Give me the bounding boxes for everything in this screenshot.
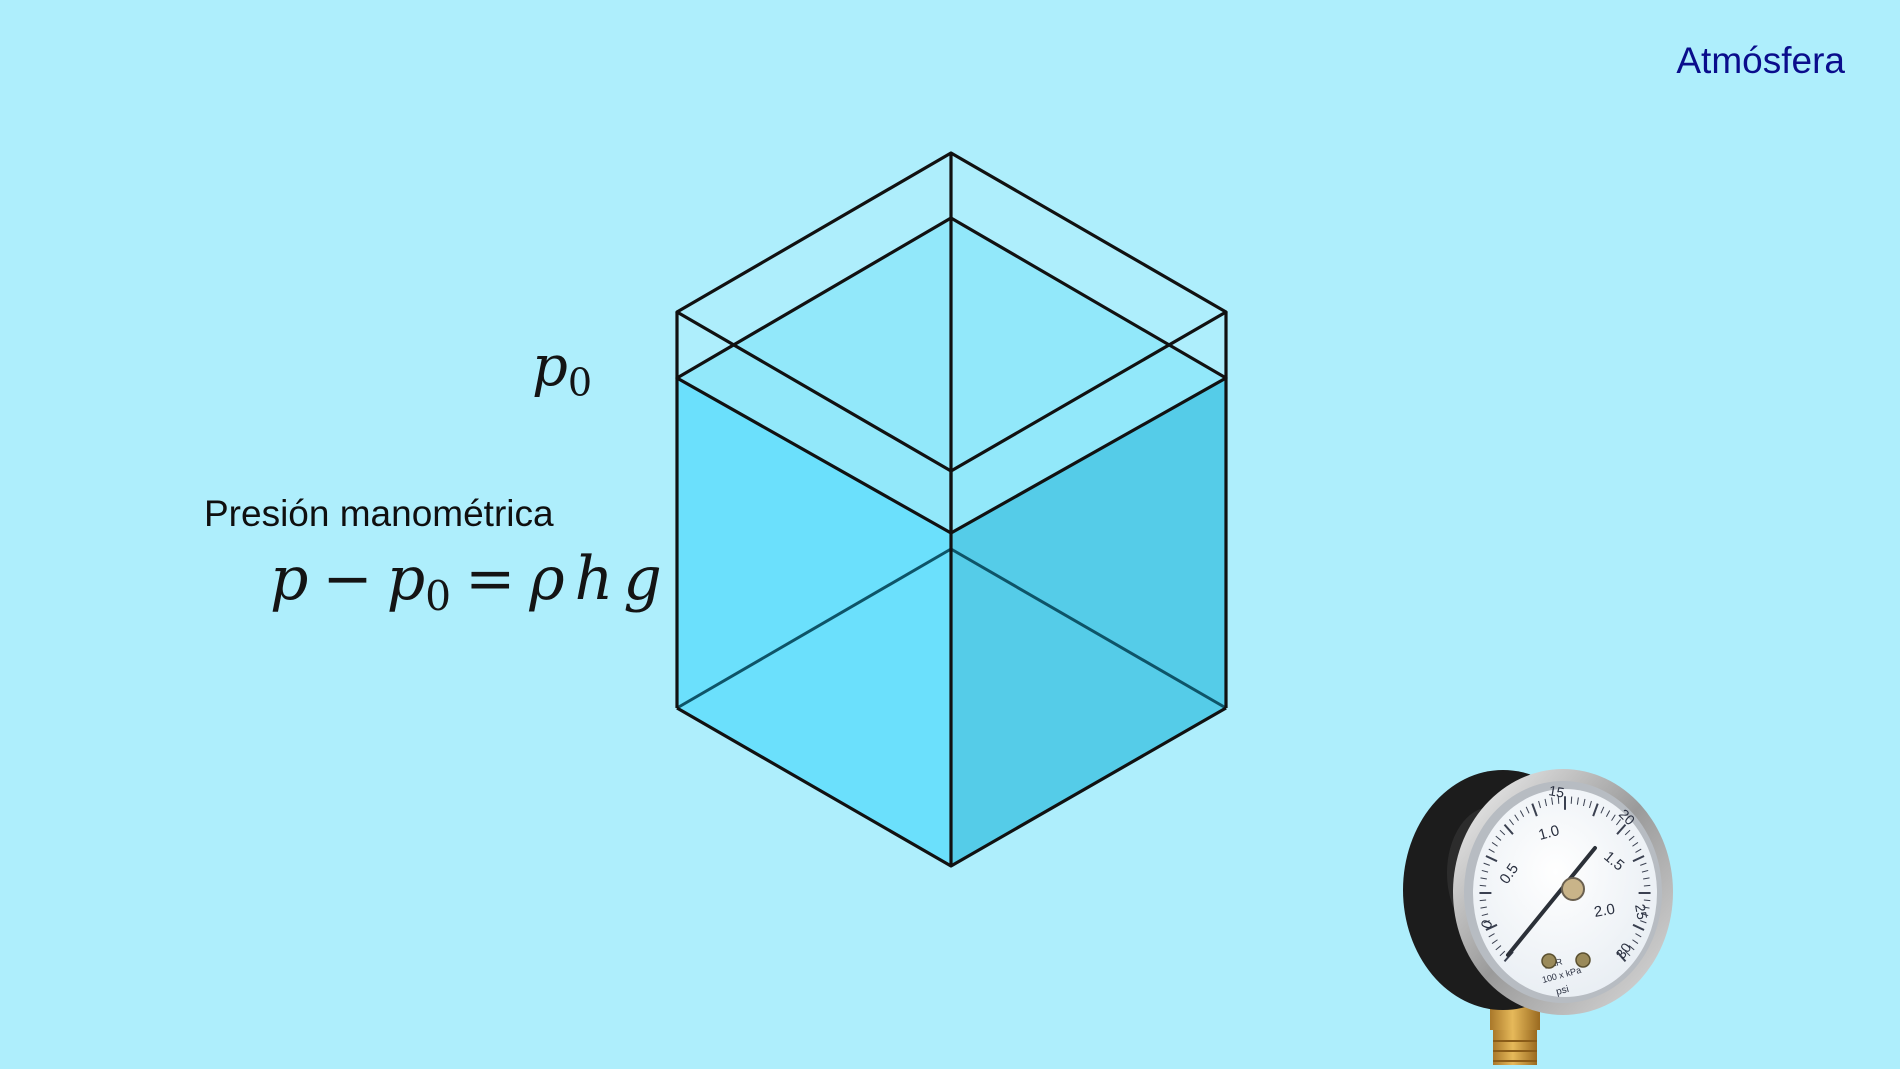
gauge-tick xyxy=(1480,877,1487,880)
gauge-tick xyxy=(1479,884,1487,887)
gauge-needle-hub xyxy=(1561,877,1585,901)
gauge-tick xyxy=(1485,855,1498,863)
gauge-tick xyxy=(1616,951,1627,963)
gauge-tick xyxy=(1616,823,1627,835)
gauge-tick xyxy=(1495,835,1502,841)
gauge-tick xyxy=(1488,933,1495,938)
gauge-tick xyxy=(1624,950,1631,957)
gauge-tick xyxy=(1632,923,1645,931)
formula-minus: − xyxy=(322,544,373,614)
gauge-tick xyxy=(1557,796,1560,804)
gauge-tick xyxy=(1632,855,1645,863)
svg-text:1.0: 1.0 xyxy=(1537,822,1562,844)
gauge-screw-left xyxy=(1541,953,1557,969)
gauge-tick xyxy=(1481,913,1489,917)
gauge-tick xyxy=(1632,939,1639,944)
surface-pressure-label: p0 xyxy=(532,334,593,405)
gauge-tick xyxy=(1570,796,1573,804)
water-front-right-face xyxy=(951,378,1226,866)
gauge-tick xyxy=(1600,806,1605,814)
gauge-tick xyxy=(1635,933,1642,938)
gauge-tick xyxy=(1588,800,1592,809)
gauge-tick xyxy=(1632,842,1639,847)
svg-text:25: 25 xyxy=(1632,903,1650,921)
gauge-tick xyxy=(1641,869,1649,873)
formula-gravity: g xyxy=(623,544,662,614)
gauge-tick xyxy=(1643,877,1650,880)
gauge-tick xyxy=(1544,798,1548,807)
gauge-tick xyxy=(1640,862,1647,866)
gauge-tick xyxy=(1525,806,1530,814)
gauge-tick xyxy=(1611,814,1616,821)
hidden-edge-right xyxy=(950,547,1227,710)
gauge-tick xyxy=(1509,819,1515,826)
gauge-scale-ticks xyxy=(1479,796,1651,963)
gauge-pressure-label: Presión manométrica xyxy=(204,493,554,534)
gauge-tick xyxy=(1643,906,1650,909)
hidden-edge-left xyxy=(676,547,952,710)
gauge-tick xyxy=(1503,823,1514,835)
gauge-tick xyxy=(1480,906,1487,909)
svg-text:2.0: 2.0 xyxy=(1593,901,1616,921)
gauge-tick xyxy=(1491,939,1498,944)
formula-pressure: p xyxy=(270,544,309,614)
formula-rho: ρ xyxy=(529,544,565,614)
gauge-tick xyxy=(1479,899,1487,902)
gauge-tick xyxy=(1582,798,1586,807)
gauge-tick xyxy=(1643,899,1651,902)
container-outline xyxy=(675,151,1228,868)
gauge-tick xyxy=(1538,800,1542,809)
gauge-tick xyxy=(1551,797,1554,805)
gauge-tick xyxy=(1576,797,1579,805)
gauge-tick xyxy=(1488,848,1495,853)
gauge-tick xyxy=(1641,913,1649,917)
gauge-tick xyxy=(1499,829,1506,836)
gauge-screw-right xyxy=(1575,952,1591,968)
atmosphere-label: Atmósfera xyxy=(1676,40,1845,81)
gauge-tick xyxy=(1495,945,1502,951)
gauge-tick xyxy=(1628,945,1635,951)
pressure-gauge-icon: 0 0.5 1.0 1.5 2.0 15 20 25 30 BAR 100 x … xyxy=(1403,769,1673,1065)
svg-text:15: 15 xyxy=(1547,782,1565,800)
gauge-tick xyxy=(1643,884,1651,887)
formula-p0: p0 xyxy=(386,544,452,621)
gauge-tick xyxy=(1628,835,1635,841)
gauge-tick xyxy=(1483,920,1490,924)
formula-height: h xyxy=(574,544,614,614)
gauge-tick xyxy=(1491,842,1498,847)
gauge-tick xyxy=(1624,829,1631,836)
gauge-tick xyxy=(1519,810,1525,817)
water-front-left-face xyxy=(677,378,951,866)
gauge-tick xyxy=(1514,814,1519,821)
gauge-tick xyxy=(1483,862,1490,866)
gauge-tick xyxy=(1640,920,1647,924)
gauge-tick xyxy=(1635,848,1642,853)
svg-text:psi: psi xyxy=(1555,984,1570,998)
gauge-tick xyxy=(1485,923,1498,931)
gauge-tick xyxy=(1615,819,1621,826)
gauge-tick xyxy=(1605,810,1611,817)
gauge-tick xyxy=(1592,803,1599,817)
gauge-tick xyxy=(1481,869,1489,873)
gauge-tick xyxy=(1531,803,1538,817)
gauge-tick xyxy=(1499,950,1506,957)
formula-equals: = xyxy=(465,544,516,614)
gauge-needle xyxy=(1506,846,1597,957)
